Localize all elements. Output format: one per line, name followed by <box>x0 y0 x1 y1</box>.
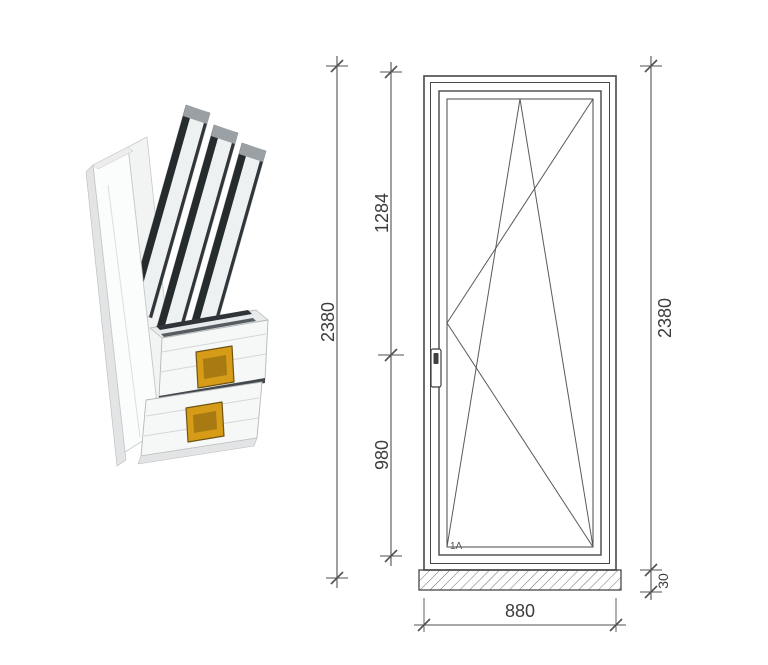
dim-label-lower-height: 980 <box>372 440 392 470</box>
steel-reinforcement-upper <box>195 345 235 389</box>
door-sash-outer <box>438 90 602 556</box>
dim-label-total-right: 2380 <box>655 298 675 338</box>
glass-pane-outer <box>127 104 211 319</box>
corner-marker-label: 1A <box>450 541 463 552</box>
dim-width: 880 <box>414 598 626 632</box>
dimension-annotations: 2380 1284 980 <box>318 56 675 632</box>
steel-reinforcement-lower <box>185 401 225 443</box>
door-elevation-drawing: 1A <box>418 75 622 591</box>
door-handle <box>430 348 442 388</box>
dim-height-segments: 1284 980 <box>372 62 404 566</box>
threshold <box>418 569 622 591</box>
dim-height-total-right: 2380 30 <box>640 56 675 600</box>
door-sash-inner <box>446 98 594 548</box>
dim-label-total-left: 2380 <box>318 302 338 342</box>
profile-outer-panel <box>85 146 161 467</box>
door-frame-outer <box>423 75 617 571</box>
pvc-profile-3d-render <box>85 104 269 467</box>
sash-profile-block <box>149 309 269 399</box>
dim-label-threshold: 30 <box>655 573 671 589</box>
dim-height-total-left: 2380 <box>318 56 348 588</box>
turn-opening-symbol <box>446 98 594 548</box>
dim-label-upper-height: 1284 <box>372 193 392 233</box>
glazing-gasket <box>156 310 252 330</box>
frame-profile-block <box>137 381 263 465</box>
tilt-opening-symbol <box>446 98 594 548</box>
door-frame-inner <box>430 82 610 564</box>
glass-pane-middle <box>155 124 239 339</box>
dim-label-width: 880 <box>505 601 535 621</box>
